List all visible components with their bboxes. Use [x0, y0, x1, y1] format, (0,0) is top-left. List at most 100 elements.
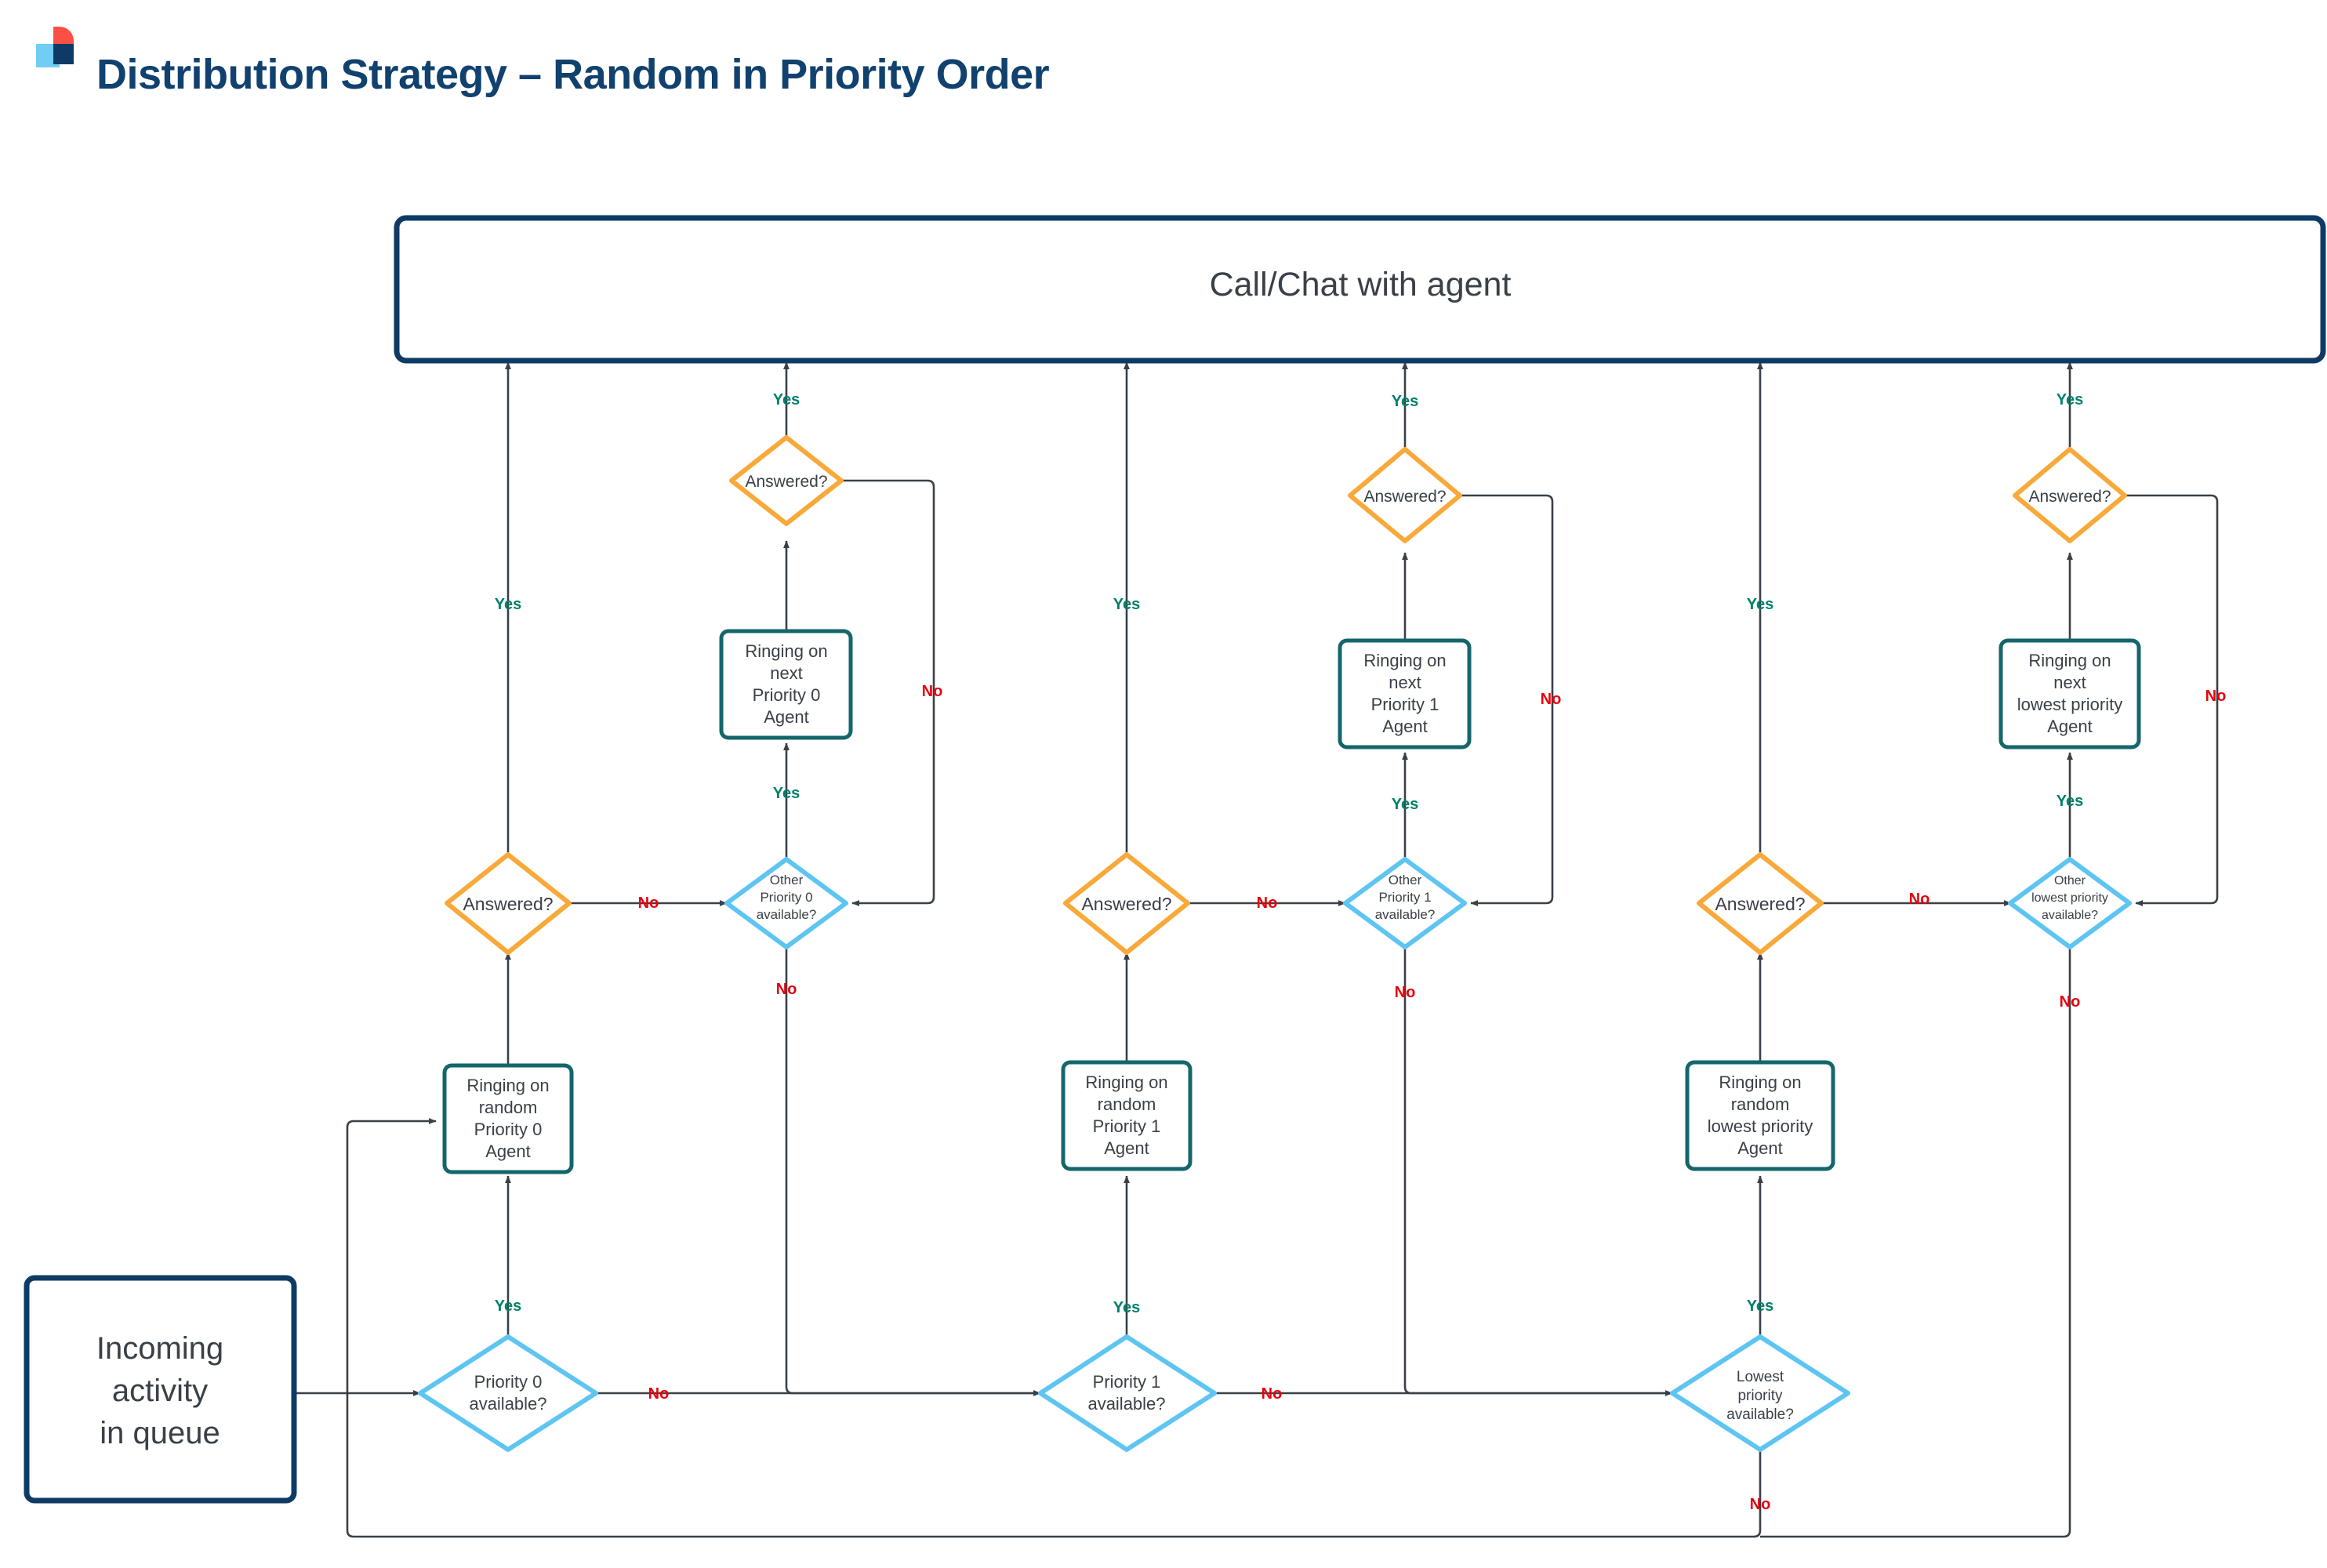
node-p1-answered-2-label: Answered?	[1363, 488, 1446, 506]
page-title: Distribution Strategy – Random in Priori…	[96, 51, 1050, 98]
edge-label-yes: Yes	[2057, 793, 2083, 810]
node-p1-available[interactable]: Priority 1 available?	[1038, 1334, 1217, 1452]
edge-lpother-no-bottom-loop	[1760, 947, 2071, 1538]
node-p0-answered-2-label: Answered?	[745, 473, 827, 491]
node-p0-other-available[interactable]: Other Priority 0 available?	[724, 857, 848, 949]
edge-label-yes: Yes	[2057, 391, 2083, 408]
edge-label-no: No	[1257, 895, 1278, 912]
node-lp-other-line-3: available?	[2042, 909, 2098, 922]
node-p1-answered-2[interactable]: Answered?	[1348, 447, 1462, 543]
node-lp-ring-random-line-3: lowest priority	[1708, 1116, 1813, 1136]
node-p0-available-line-1: Priority 0	[474, 1372, 543, 1392]
edge-p1other-no-down	[1403, 947, 1672, 1395]
edge-p0other-no-down	[785, 947, 1040, 1395]
node-lp-answered-label: Answered?	[1715, 894, 1805, 914]
node-p0-answered[interactable]: Answered?	[445, 852, 572, 955]
node-p1-ring-next[interactable]: Ringing on next Priority 1 Agent	[1338, 638, 1472, 750]
edge-label-yes: Yes	[1747, 596, 1773, 613]
edge-label-yes: Yes	[1113, 1299, 1140, 1316]
node-p1-other-line-3: available?	[1375, 907, 1436, 922]
edge-label-no: No	[1262, 1385, 1283, 1403]
edge-label-yes: Yes	[495, 596, 521, 613]
node-lp-available[interactable]: Lowest priority available?	[1670, 1334, 1850, 1452]
node-p0-ring-random-line-3: Priority 0	[474, 1120, 543, 1139]
edge-label-no: No	[638, 895, 659, 912]
edge-p1answered2-no-loop	[1460, 494, 1554, 906]
node-lp-answered[interactable]: Answered?	[1697, 852, 1824, 955]
edge-label-yes: Yes	[495, 1298, 521, 1315]
edge-label-no: No	[922, 683, 943, 700]
node-p1-available-line-1: Priority 1	[1093, 1372, 1161, 1392]
node-p0-available-line-2: available?	[469, 1394, 546, 1414]
edge-label-yes: Yes	[773, 391, 800, 408]
node-lp-ring-random-line-1: Ringing on	[1719, 1073, 1801, 1092]
node-p0-ring-next-line-3: Priority 0	[753, 685, 821, 705]
node-lp-ring-random-line-4: Agent	[1737, 1138, 1783, 1158]
node-incoming-activity[interactable]: Incoming activity in queue	[24, 1275, 297, 1504]
node-p1-ring-random-line-3: Priority 1	[1093, 1116, 1161, 1136]
node-p1-other-available[interactable]: Other Priority 1 available?	[1343, 857, 1467, 949]
edge-label-no: No	[776, 981, 797, 998]
node-p0-ring-next-line-2: next	[770, 663, 803, 683]
brand-logo	[31, 24, 77, 72]
edge-label-no: No	[2060, 993, 2081, 1011]
node-call-chat[interactable]: Call/Chat with agent	[394, 215, 2326, 364]
node-lp-answered-2-label: Answered?	[2028, 488, 2111, 506]
node-p0-ring-random-line-1: Ringing on	[466, 1076, 549, 1095]
edge-label-yes: Yes	[1113, 596, 1140, 613]
edge-p0answered2-no-loop	[841, 479, 935, 906]
node-lp-ring-next-line-3: lowest priority	[2017, 695, 2122, 714]
node-p1-answered[interactable]: Answered?	[1063, 852, 1190, 955]
edge-label-no: No	[1750, 1496, 1771, 1513]
node-p0-ring-next-line-1: Ringing on	[745, 641, 827, 661]
edge-label-no: No	[1541, 691, 1562, 708]
node-p1-ring-random-line-4: Agent	[1104, 1138, 1149, 1158]
node-call-chat-label: Call/Chat with agent	[1210, 266, 1512, 303]
node-p1-ring-random-line-1: Ringing on	[1085, 1073, 1167, 1092]
node-lp-other-line-1: Other	[2054, 874, 2086, 887]
node-lp-available-line-1: Lowest	[1737, 1369, 1784, 1385]
node-lp-other-available[interactable]: Other lowest priority available?	[2008, 857, 2132, 949]
node-p0-ring-random-line-4: Agent	[485, 1142, 531, 1161]
node-lp-available-line-3: available?	[1726, 1406, 1794, 1423]
edge-label-yes: Yes	[773, 785, 800, 802]
node-p0-ring-random[interactable]: Ringing on random Priority 0 Agent	[442, 1063, 574, 1174]
node-p1-ring-random[interactable]: Ringing on random Priority 1 Agent	[1061, 1060, 1193, 1171]
edge-label-yes: Yes	[1392, 796, 1418, 813]
node-lp-ring-next[interactable]: Ringing on next lowest priority Agent	[1998, 638, 2141, 750]
node-p1-answered-label: Answered?	[1081, 894, 1171, 914]
node-p0-ring-next-line-4: Agent	[764, 707, 809, 727]
node-p1-ring-random-line-2: random	[1098, 1094, 1156, 1114]
edge-label-no: No	[1909, 891, 1930, 908]
node-lp-ring-random-line-2: random	[1731, 1094, 1790, 1114]
node-incoming-line-3: in queue	[100, 1416, 220, 1450]
node-lp-answered-2[interactable]: Answered?	[2013, 447, 2127, 543]
edge-lp-no-bottom-loop	[346, 1118, 1762, 1538]
node-lp-ring-next-line-2: next	[2053, 673, 2086, 692]
node-p0-answered-label: Answered?	[463, 894, 553, 914]
node-incoming-line-1: Incoming	[96, 1331, 223, 1366]
edge-label-yes: Yes	[1747, 1298, 1773, 1315]
node-p1-ring-next-line-1: Ringing on	[1363, 651, 1446, 670]
node-p0-available[interactable]: Priority 0 available?	[418, 1334, 598, 1452]
edge-label-no: No	[648, 1385, 670, 1403]
node-lp-available-line-2: priority	[1737, 1388, 1783, 1404]
node-lp-ring-next-line-4: Agent	[2047, 717, 2093, 736]
node-p0-answered-2[interactable]: Answered?	[729, 435, 844, 526]
node-incoming-line-2: activity	[112, 1374, 208, 1408]
node-lp-ring-next-line-1: Ringing on	[2028, 651, 2111, 670]
node-p0-ring-next[interactable]: Ringing on next Priority 0 Agent	[719, 629, 853, 740]
node-p1-ring-next-line-4: Agent	[1382, 717, 1428, 736]
node-p0-ring-random-line-2: random	[479, 1098, 538, 1117]
node-p0-other-line-3: available?	[757, 907, 817, 922]
node-p1-ring-next-line-3: Priority 1	[1371, 695, 1439, 714]
edge-label-no: No	[2205, 688, 2227, 705]
node-p0-other-line-2: Priority 0	[760, 890, 812, 905]
edge-label-no: No	[1395, 984, 1416, 1001]
node-lp-ring-random[interactable]: Ringing on random lowest priority Agent	[1685, 1060, 1835, 1171]
node-p1-available-line-2: available?	[1087, 1394, 1165, 1414]
node-lp-other-line-2: lowest priority	[2031, 891, 2108, 905]
edge-lpanswered2-no-loop	[2125, 494, 2219, 906]
